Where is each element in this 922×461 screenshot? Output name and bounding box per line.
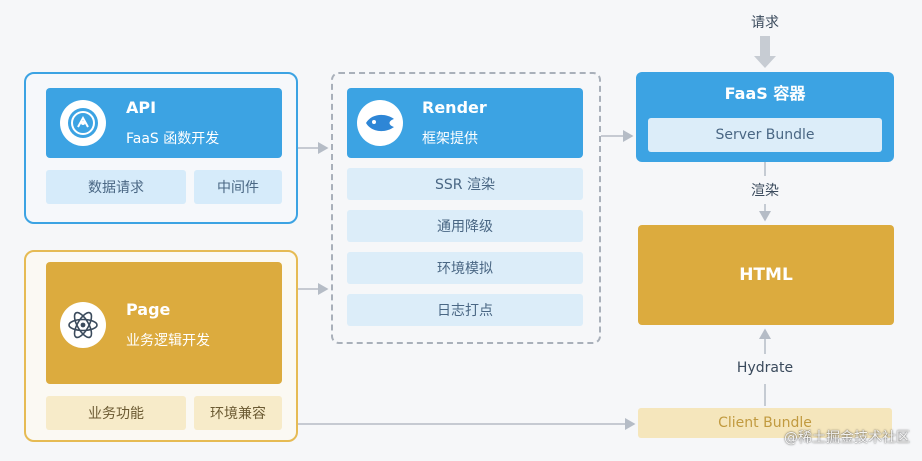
- react-atom-icon: [60, 302, 106, 348]
- render-group: [331, 72, 601, 344]
- render-item-ssr: SSR 渲染: [347, 168, 583, 200]
- client-bundle: Client Bundle: [638, 408, 892, 438]
- render-flow-label: 渲染: [751, 183, 779, 199]
- request-label: 请求: [751, 15, 779, 31]
- api-subtitle: FaaS 函数开发: [126, 131, 220, 147]
- api-badge-icon: [60, 100, 106, 146]
- render-item-fallback: 通用降级: [347, 210, 583, 242]
- render-subtitle: 框架提供: [422, 131, 478, 147]
- hydrate-label: Hydrate: [736, 360, 794, 376]
- api-title: API: [126, 98, 157, 117]
- render-item-logging: 日志打点: [347, 294, 583, 326]
- watermark: @稀土掘金技术社区: [784, 430, 910, 446]
- chip-business-features: 业务功能: [46, 396, 186, 430]
- chip-middleware: 中间件: [194, 170, 282, 204]
- chip-env-compat: 环境兼容: [194, 396, 282, 430]
- page-title: Page: [126, 300, 171, 319]
- page-subtitle: 业务逻辑开发: [126, 333, 210, 349]
- chip-data-request: 数据请求: [46, 170, 186, 204]
- html-box: HTML: [638, 225, 894, 325]
- render-title: Render: [422, 98, 487, 117]
- arrow-request-to-faas: [754, 36, 776, 68]
- server-bundle: Server Bundle: [648, 118, 882, 152]
- render-logo-icon: [357, 100, 403, 146]
- faas-title: FaaS 容器: [724, 84, 806, 103]
- render-item-env-sim: 环境模拟: [347, 252, 583, 284]
